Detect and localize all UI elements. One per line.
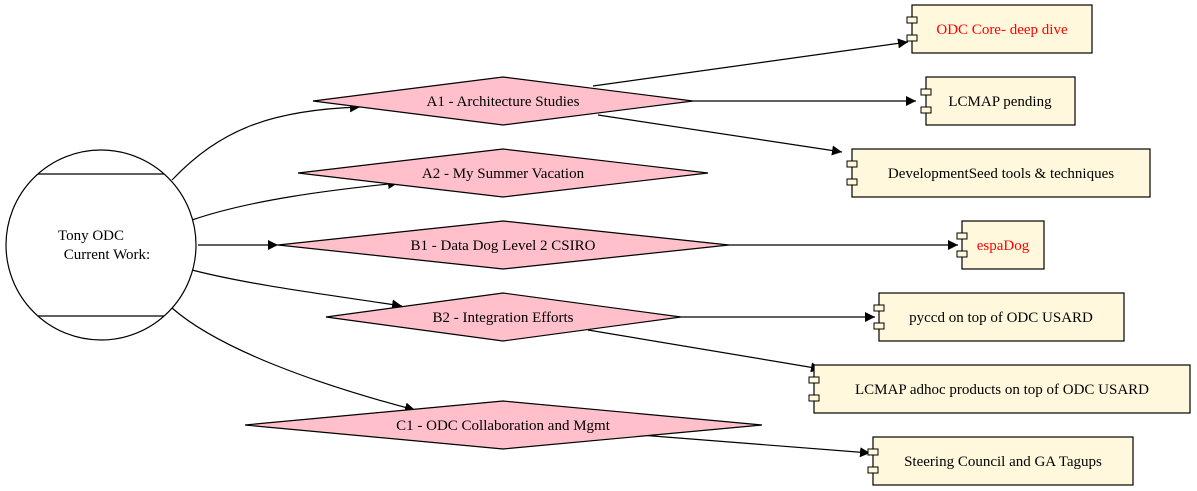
component-tab-icon [808,376,820,384]
item-pyccd: pyccd on top of ODC USARD [873,292,1125,342]
component-tab-icon [920,88,932,96]
item-label: LCMAP adhoc products on top of ODC USARD [855,382,1149,398]
edge-a1-to-odc-core [592,38,909,87]
task-label: B2 - Integration Efforts [433,310,574,326]
component-tab-icon [873,304,885,312]
component-tab-icon [867,466,879,474]
edges [171,38,958,458]
item-devseed: DevelopmentSeed tools & techniques [846,148,1151,198]
edge-root-to-a1 [171,102,361,181]
item-label: pyccd on top of ODC USARD [909,310,1093,326]
edge-root-to-b2 [191,269,403,310]
task-diamond [244,400,763,450]
component-tab-icon [906,16,918,24]
component-tab-icon [808,394,820,402]
task-diamond [277,220,730,270]
component-tab-icon [846,160,858,168]
component-box [961,220,1045,270]
task-b2: B2 - Integration Efforts [325,292,682,342]
component-box [813,364,1191,414]
item-label: DevelopmentSeed tools & techniques [888,166,1114,182]
root-label-line-2: Current Work: [64,247,150,263]
task-diamond [297,148,709,198]
task-label: A2 - My Summer Vacation [422,166,585,182]
item-label: espaDog [977,238,1030,254]
component-tab-icon [873,322,885,330]
task-c1: C1 - ODC Collaboration and Mgmt [244,400,763,450]
component-box [872,436,1134,486]
root-circle [5,149,197,341]
component-box [878,292,1125,342]
component-box [851,148,1151,198]
root-label-line-1: Tony ODC [58,228,124,244]
item-label: Steering Council and GA Tagups [904,454,1102,470]
edge-a1-to-devseed [597,114,843,156]
component-box [925,76,1076,126]
edge-root-to-c1 [171,307,416,413]
component-tab-icon [956,250,968,258]
item-label: ODC Core- deep dive [936,22,1068,38]
component-box [911,4,1093,54]
edge-root-to-a2 [191,179,399,221]
component-tab-icon [956,232,968,240]
component-tab-icon [920,106,932,114]
item-label: LCMAP pending [948,94,1052,110]
item-odc-core: ODC Core- deep dive [906,4,1093,54]
component-tab-icon [867,448,879,456]
root-node: Tony ODC Current Work: [5,149,197,341]
component-tab-icon [906,34,918,42]
task-diamond [312,76,694,126]
item-espadog: espaDog [956,220,1045,270]
task-a2: A2 - My Summer Vacation [297,148,709,198]
task-label: C1 - ODC Collaboration and Mgmt [396,418,611,434]
component-tab-icon [846,178,858,186]
task-b1: B1 - Data Dog Level 2 CSIRO [277,220,730,270]
edge-c1-to-steering [639,434,871,458]
item-lcmap-pending: LCMAP pending [920,76,1076,126]
item-lcmap-adhoc: LCMAP adhoc products on top of ODC USARD [808,364,1191,414]
task-a1: A1 - Architecture Studies [312,76,694,126]
task-label: A1 - Architecture Studies [427,94,580,110]
edge-b2-to-lcmap-adhoc [587,329,822,373]
task-label: B1 - Data Dog Level 2 CSIRO [411,238,596,254]
task-diamond [325,292,682,342]
item-steering: Steering Council and GA Tagups [867,436,1134,486]
